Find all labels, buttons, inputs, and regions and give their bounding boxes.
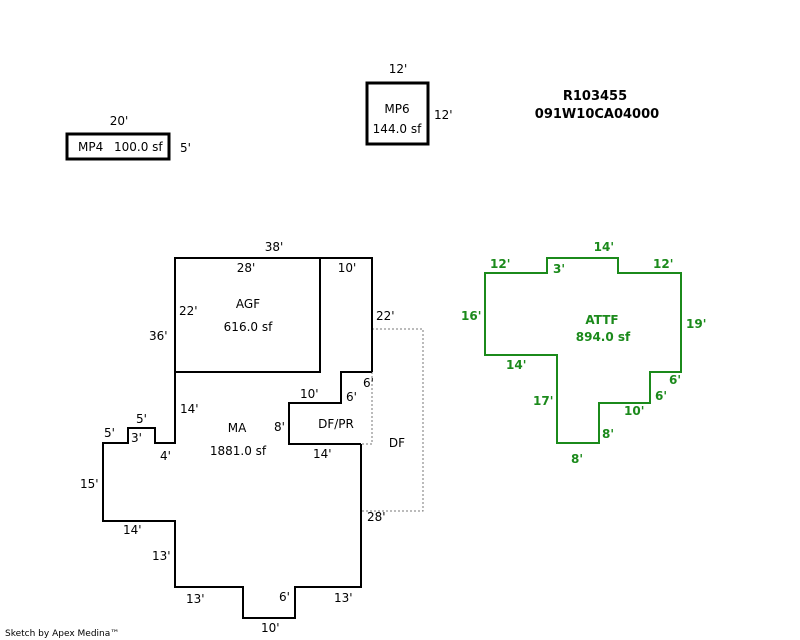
dfpr-dim-6: 6' [346, 390, 357, 404]
mp4-dim-depth: 5' [180, 141, 191, 155]
attf-dim-14-mid: 14' [506, 358, 526, 372]
area-ma: MA 1881.0 sf 14' 5' 3' 5' 4' 15' 14' 13'… [80, 309, 395, 635]
attf-dim-6-upper: 6' [669, 373, 681, 387]
ma-dim-3-notch: 3' [131, 431, 142, 445]
dfpr-outline [288, 371, 372, 445]
ma-dim-15: 15' [80, 477, 99, 491]
attf-dim-8-right: 8' [602, 427, 614, 441]
attf-dim-10: 10' [624, 404, 644, 418]
attf-dim-19: 19' [686, 317, 706, 331]
area-df: DF 28' [361, 328, 424, 524]
ma-outline [102, 372, 362, 619]
area-mp6: MP6 144.0 sf 12' 12' [365, 62, 453, 146]
mp6-dim-width: 12' [389, 62, 408, 76]
ma-dim-13-bottom: 13' [186, 592, 205, 606]
attf-code: ATTF [585, 313, 618, 327]
agf-outline [174, 257, 373, 372]
area-attf: ATTF 894.0 sf 14' 12' 3' 12' 16' 19' 14'… [461, 240, 706, 466]
mp4-outline [65, 132, 171, 161]
ma-dim-14-upper: 14' [180, 402, 199, 416]
attf-dim-8-bottom: 8' [571, 452, 583, 466]
attf-dim-6-lower: 6' [655, 389, 667, 403]
mp6-dim-depth: 12' [434, 108, 453, 122]
mp6-area: 144.0 sf [373, 122, 422, 136]
attf-dim-3: 3' [553, 262, 565, 276]
ma-dim-22: 22' [376, 309, 395, 323]
ma-dim-6-right: 6' [363, 376, 374, 390]
agf-dim-right-top: 10' [338, 261, 357, 275]
dfpr-code: DF/PR [318, 417, 354, 431]
agf-dim-top: 38' [265, 240, 284, 254]
area-agf: AGF 616.0 sf 38' 28' 10' 22' 36' [149, 240, 373, 373]
mp4-code: MP4 [78, 140, 103, 154]
dfpr-dim-8: 8' [274, 420, 285, 434]
sketch-credit: Sketch by Apex Medina™ [5, 629, 119, 639]
ma-area: 1881.0 sf [210, 444, 267, 458]
ma-dim-14-lower: 14' [123, 523, 142, 537]
agf-area: 616.0 sf [224, 320, 273, 334]
ma-dim-6-bottom: 6' [279, 590, 290, 604]
mp4-area: 100.0 sf [114, 140, 163, 154]
attf-outline [484, 257, 682, 444]
attf-area: 894.0 sf [576, 330, 631, 344]
attf-dim-16: 16' [461, 309, 481, 323]
df-dim: 28' [367, 510, 386, 524]
account-number: R103455 [563, 89, 627, 104]
agf-dim-left: 36' [149, 329, 168, 343]
df-outline [361, 328, 424, 512]
df-code: DF [389, 436, 405, 450]
agf-dim-inner-left: 22' [179, 304, 198, 318]
attf-dim-14-top: 14' [594, 240, 614, 254]
area-dfpr: DF/PR 10' 6' 8' 14' [274, 371, 372, 461]
ma-dim-13-left: 13' [152, 549, 171, 563]
ma-dim-4: 4' [160, 449, 171, 463]
area-mp4: MP4 100.0 sf 20' 5' [65, 114, 191, 161]
map-tax-lot: 091W10CA04000 [535, 107, 659, 122]
mp6-outline [365, 81, 430, 146]
dfpr-dim-10: 10' [300, 387, 319, 401]
agf-code: AGF [236, 297, 260, 311]
agf-inner-outline [175, 258, 321, 373]
ma-dim-5-notch: 5' [136, 412, 147, 426]
df-inner-edge [361, 372, 373, 445]
agf-dim-inner-top: 28' [237, 261, 256, 275]
ma-dim-5-left: 5' [104, 426, 115, 440]
ma-dim-10-bottom: 10' [261, 621, 280, 635]
attf-dim-12-left: 12' [490, 257, 510, 271]
mp6-code: MP6 [384, 102, 409, 116]
mp4-dim-width: 20' [110, 114, 129, 128]
attf-dim-17: 17' [533, 394, 553, 408]
dfpr-dim-14: 14' [313, 447, 332, 461]
ma-code: MA [228, 421, 247, 435]
attf-dim-12-right: 12' [653, 257, 673, 271]
ma-dim-13-right: 13' [334, 591, 353, 605]
